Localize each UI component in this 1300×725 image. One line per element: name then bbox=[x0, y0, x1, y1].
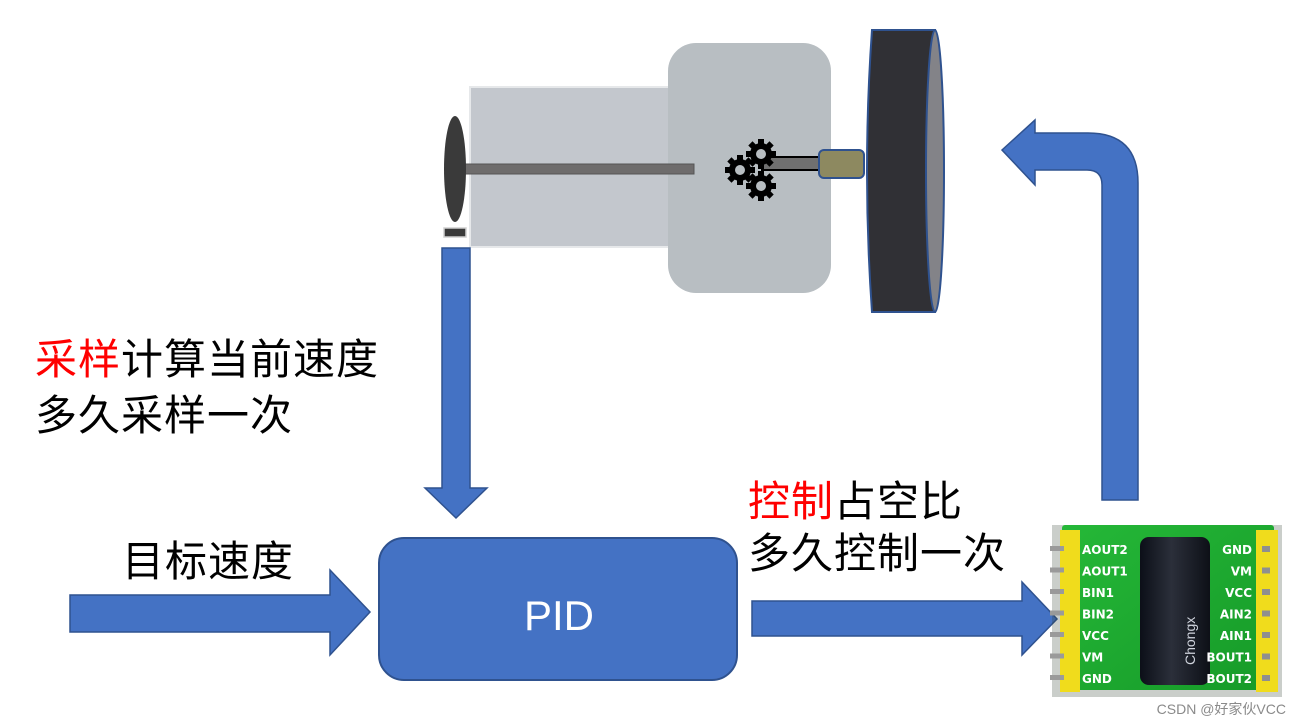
right-pin-label: VCC bbox=[1225, 586, 1252, 600]
header-pin bbox=[1262, 653, 1270, 660]
gears-icon bbox=[725, 139, 776, 201]
left-pin-label: BIN1 bbox=[1082, 586, 1114, 600]
header-pin bbox=[1050, 653, 1064, 659]
right-pin-label: VM bbox=[1231, 565, 1252, 579]
right-pin-label: AIN1 bbox=[1220, 629, 1252, 643]
header-pin bbox=[1262, 610, 1270, 617]
watermark: CSDN @好家伙VCC bbox=[1156, 701, 1286, 717]
right-pin-label: AIN2 bbox=[1220, 608, 1252, 622]
pid-block bbox=[378, 537, 738, 681]
right-pin-label: BOUT2 bbox=[1206, 672, 1252, 686]
control-text-line2: 多久控制一次 bbox=[748, 529, 1007, 578]
sampling-keyword: 采样 bbox=[35, 335, 122, 384]
left-pin-label: GND bbox=[1082, 672, 1112, 686]
control-desc: 占空比 bbox=[834, 477, 964, 526]
control-text: 控制占空比 多久控制一次 bbox=[748, 478, 1006, 578]
target-speed-label: 目标速度 bbox=[122, 537, 295, 586]
header-pin bbox=[1262, 567, 1270, 574]
capacitor bbox=[1140, 537, 1210, 685]
header-pin bbox=[1050, 546, 1064, 551]
sampling-text-line2: 多久采样一次 bbox=[35, 391, 294, 440]
header-pin bbox=[1050, 610, 1064, 616]
header-pin bbox=[1262, 589, 1270, 595]
sampling-desc: 计算当前速度 bbox=[121, 335, 380, 384]
header-pin bbox=[1050, 632, 1064, 637]
motor-shaft bbox=[464, 163, 695, 175]
shaft-coupler bbox=[818, 149, 865, 179]
control-keyword: 控制 bbox=[748, 477, 835, 526]
left-pin-label: VM bbox=[1082, 651, 1103, 665]
control-arrow bbox=[751, 580, 1059, 657]
left-pin-label: VCC bbox=[1082, 629, 1109, 643]
header-pin bbox=[1050, 589, 1064, 594]
feedback-arrow-down bbox=[423, 247, 489, 520]
left-pin-header bbox=[1060, 530, 1080, 692]
header-pin bbox=[1262, 675, 1270, 681]
header-pin bbox=[1050, 675, 1064, 680]
left-pin-label: AOUT1 bbox=[1082, 565, 1128, 579]
header-pin bbox=[1262, 546, 1270, 552]
drive-arrow-up bbox=[1000, 118, 1139, 501]
motor-assembly bbox=[443, 29, 945, 313]
sampling-text-line1: 采样计算当前速度 bbox=[35, 336, 379, 384]
control-text-line1: 控制占空比 bbox=[748, 478, 1006, 526]
sampling-text: 采样计算当前速度 多久采样一次 bbox=[35, 336, 379, 440]
right-pin-label: BOUT1 bbox=[1206, 651, 1252, 665]
target-speed-arrow bbox=[69, 568, 372, 657]
wheel-icon bbox=[866, 29, 945, 313]
encoder-disc-icon bbox=[444, 116, 466, 222]
capacitor-label: Chongx bbox=[1182, 617, 1198, 665]
pid-label: PID bbox=[524, 592, 594, 639]
left-pin-label: AOUT2 bbox=[1082, 543, 1128, 557]
left-pin-label: BIN2 bbox=[1082, 608, 1114, 622]
header-pin bbox=[1050, 567, 1064, 573]
encoder-sensor-icon bbox=[443, 227, 467, 238]
right-pin-label: GND bbox=[1222, 543, 1252, 557]
header-pin bbox=[1262, 632, 1270, 638]
